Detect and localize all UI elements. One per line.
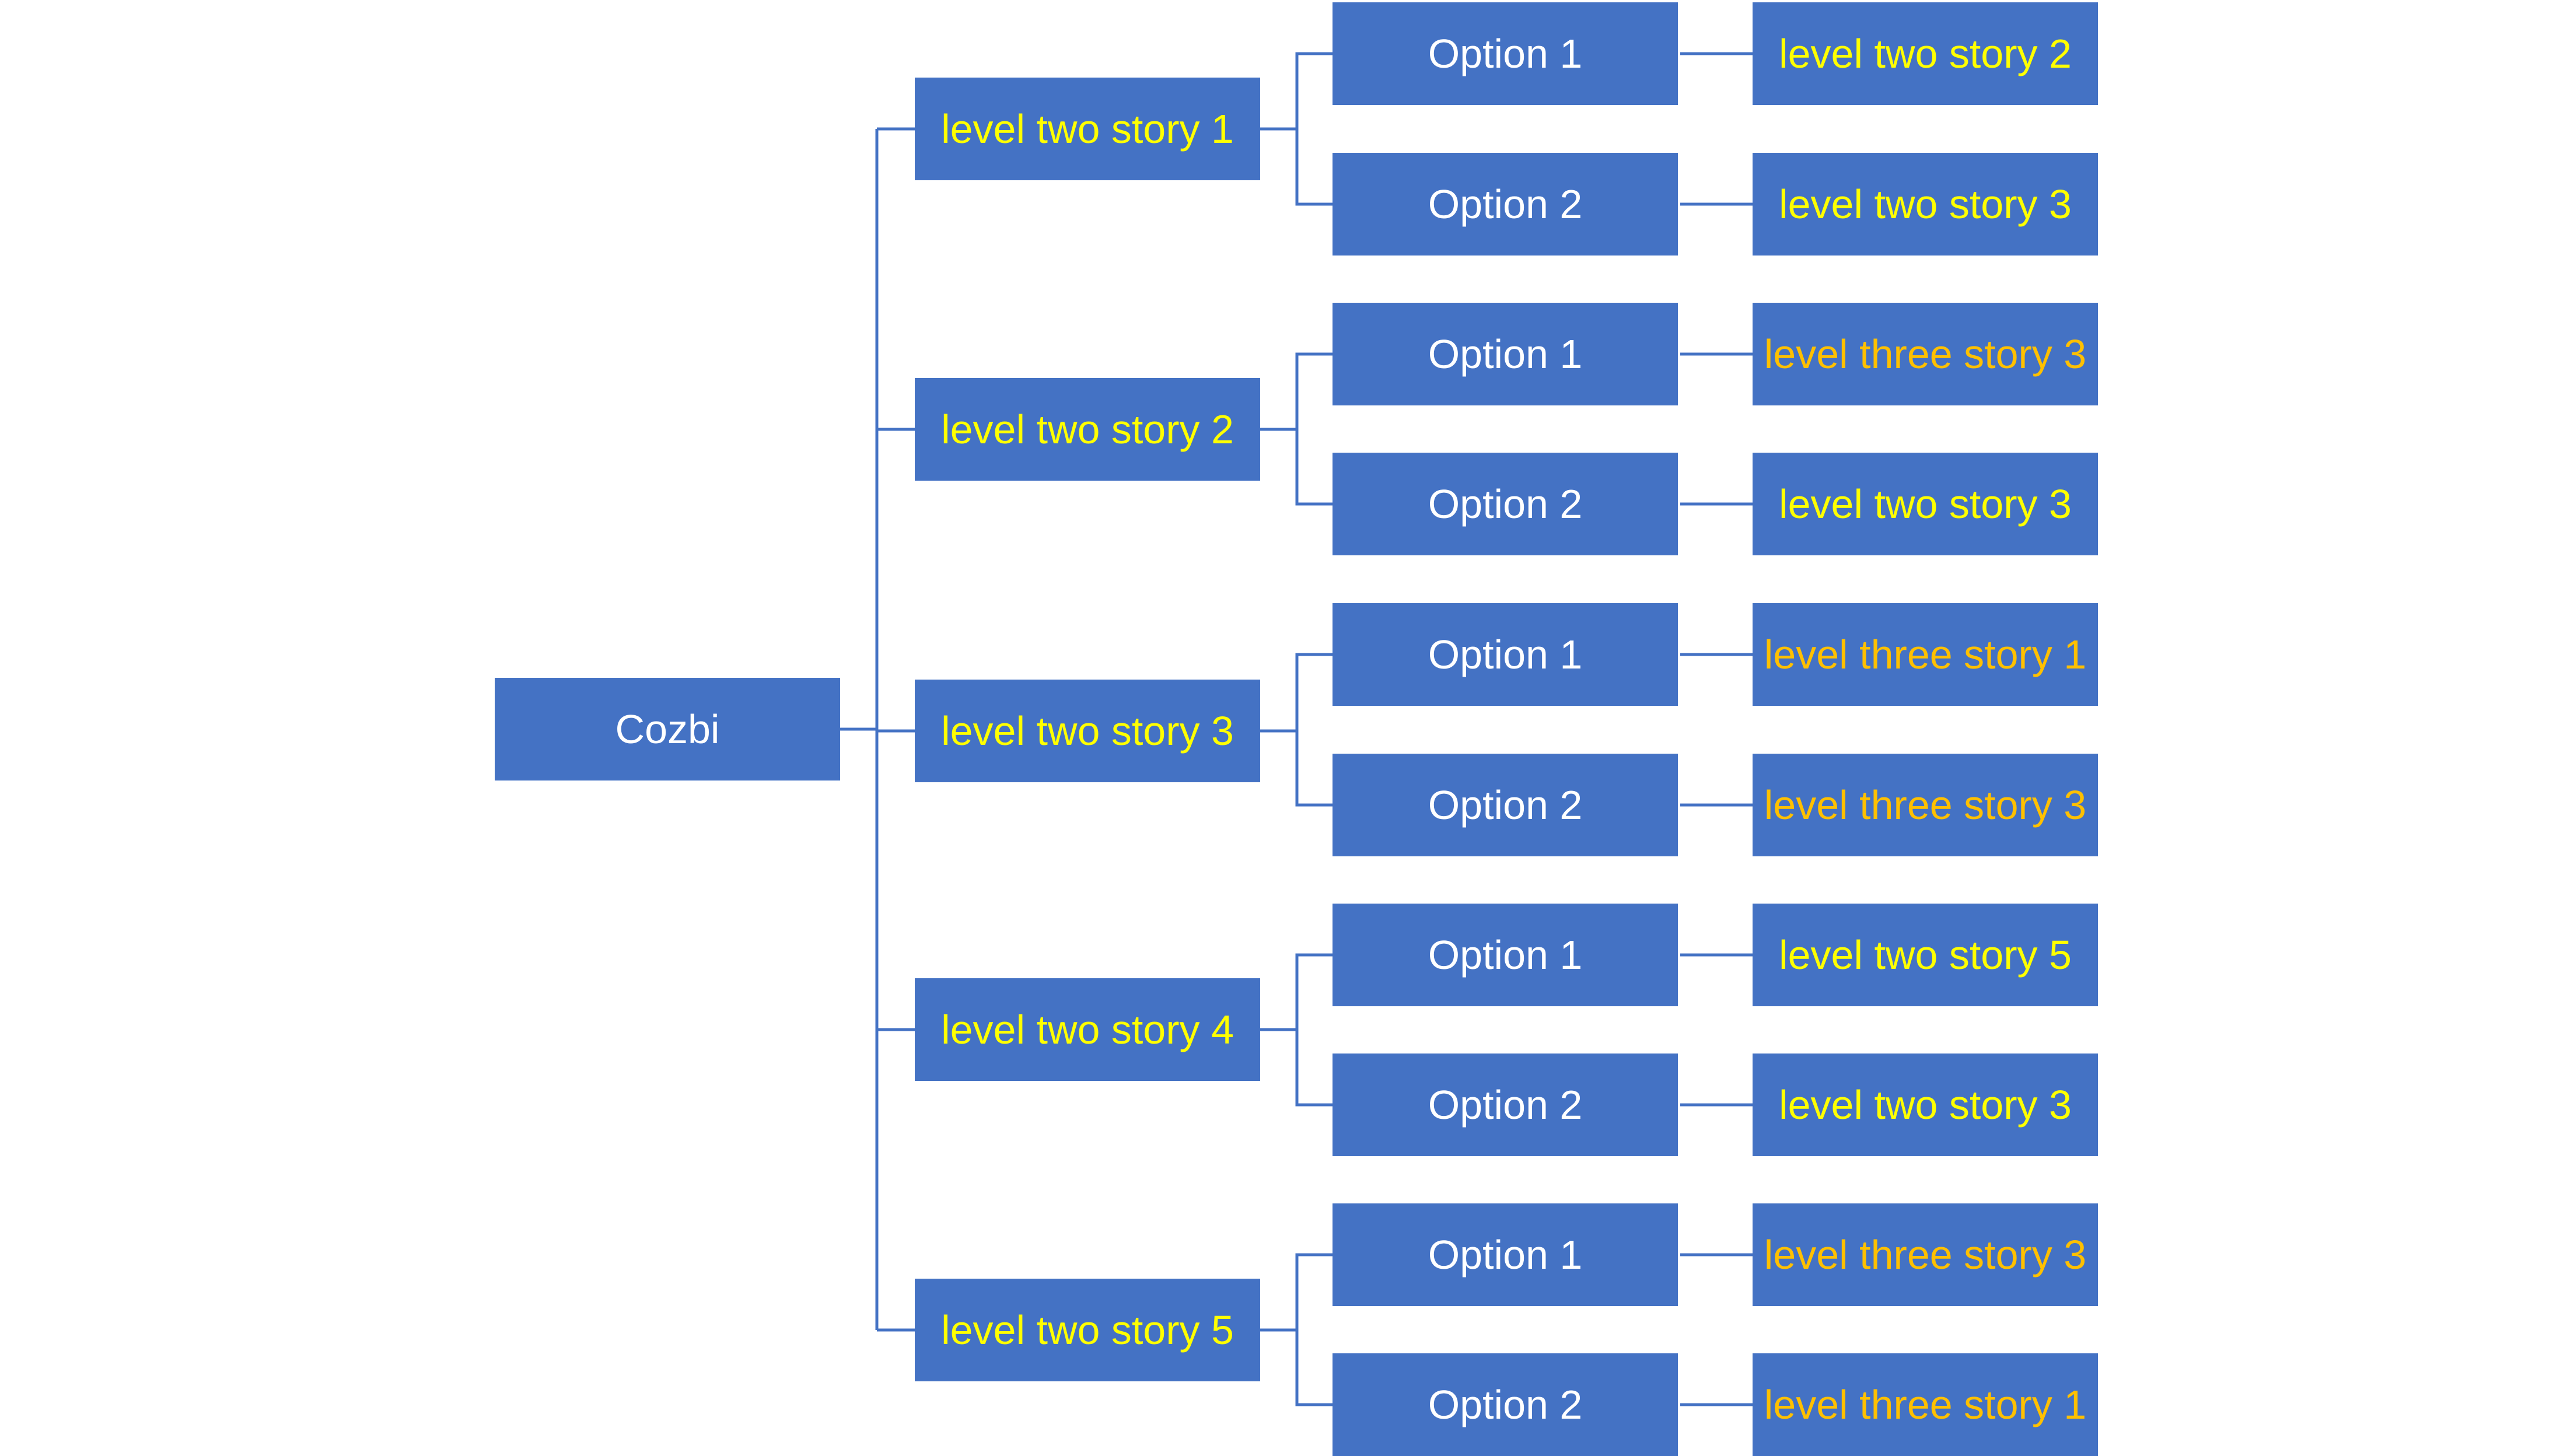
root-node[interactable]: Cozbi [495, 678, 840, 780]
option-node-3-2-label: Option 2 [1428, 782, 1583, 828]
option-node-3-1-label: Option 1 [1428, 632, 1583, 677]
target-node-5-1-label: level three story 3 [1764, 1232, 2087, 1278]
target-node-3-1-label: level three story 1 [1764, 632, 2087, 677]
option-node-1-1[interactable]: Option 1 [1333, 2, 1678, 105]
level-two-node-3-label: level two story 3 [941, 708, 1234, 754]
level-two-node-1[interactable]: level two story 1 [915, 78, 1260, 180]
target-node-1-1[interactable]: level two story 2 [1753, 2, 2098, 105]
option-bracket-2 [1260, 352, 1333, 506]
target-node-5-2-label: level three story 1 [1764, 1382, 2087, 1427]
root-label: Cozbi [615, 706, 720, 752]
option-bracket-3 [1260, 653, 1333, 807]
option-bracket-4 [1260, 953, 1333, 1107]
target-node-1-1-label: level two story 2 [1779, 31, 2072, 76]
option-bracket-1 [1260, 52, 1333, 206]
level-two-node-2-label: level two story 2 [941, 407, 1234, 452]
target-node-2-1[interactable]: level three story 3 [1753, 303, 2098, 405]
target-node-3-1[interactable]: level three story 1 [1753, 603, 2098, 706]
option-node-4-1[interactable]: Option 1 [1333, 904, 1678, 1006]
option-node-5-1-label: Option 1 [1428, 1232, 1583, 1278]
target-node-2-1-label: level three story 3 [1764, 331, 2087, 377]
option-node-4-2[interactable]: Option 2 [1333, 1054, 1678, 1156]
option-node-5-2[interactable]: Option 2 [1333, 1353, 1678, 1456]
target-node-4-1-label: level two story 5 [1779, 932, 2072, 978]
option-node-3-2[interactable]: Option 2 [1333, 754, 1678, 856]
level-two-node-3[interactable]: level two story 3 [915, 680, 1260, 782]
level-two-node-1-label: level two story 1 [941, 106, 1234, 152]
level-two-node-5[interactable]: level two story 5 [915, 1279, 1260, 1381]
level-two-node-4[interactable]: level two story 4 [915, 978, 1260, 1081]
option-node-5-2-label: Option 2 [1428, 1382, 1583, 1427]
target-node-3-2-label: level three story 3 [1764, 782, 2087, 828]
target-node-3-2[interactable]: level three story 3 [1753, 754, 2098, 856]
target-node-5-1[interactable]: level three story 3 [1753, 1203, 2098, 1306]
option-node-4-1-label: Option 1 [1428, 932, 1583, 978]
target-node-2-2[interactable]: level two story 3 [1753, 453, 2098, 555]
option-node-1-1-label: Option 1 [1428, 31, 1583, 76]
option-node-4-2-label: Option 2 [1428, 1082, 1583, 1128]
option-node-1-2-label: Option 2 [1428, 181, 1583, 227]
target-node-4-1[interactable]: level two story 5 [1753, 904, 2098, 1006]
option-node-2-1-label: Option 1 [1428, 331, 1583, 377]
option-bracket-5 [1260, 1253, 1333, 1406]
option-node-5-1[interactable]: Option 1 [1333, 1203, 1678, 1306]
target-node-4-2-label: level two story 3 [1779, 1082, 2072, 1128]
target-node-1-2-label: level two story 3 [1779, 181, 2072, 227]
level-two-node-5-label: level two story 5 [941, 1307, 1234, 1353]
option-node-3-1[interactable]: Option 1 [1333, 603, 1678, 706]
level-two-node-4-label: level two story 4 [941, 1007, 1234, 1052]
option-node-1-2[interactable]: Option 2 [1333, 153, 1678, 256]
option-node-2-1[interactable]: Option 1 [1333, 303, 1678, 405]
target-node-1-2[interactable]: level two story 3 [1753, 153, 2098, 256]
target-node-2-2-label: level two story 3 [1779, 481, 2072, 527]
target-node-4-2[interactable]: level two story 3 [1753, 1054, 2098, 1156]
option-node-2-2-label: Option 2 [1428, 481, 1583, 527]
target-node-5-2[interactable]: level three story 1 [1753, 1353, 2098, 1456]
level-two-node-2[interactable]: level two story 2 [915, 378, 1260, 481]
option-node-2-2[interactable]: Option 2 [1333, 453, 1678, 555]
